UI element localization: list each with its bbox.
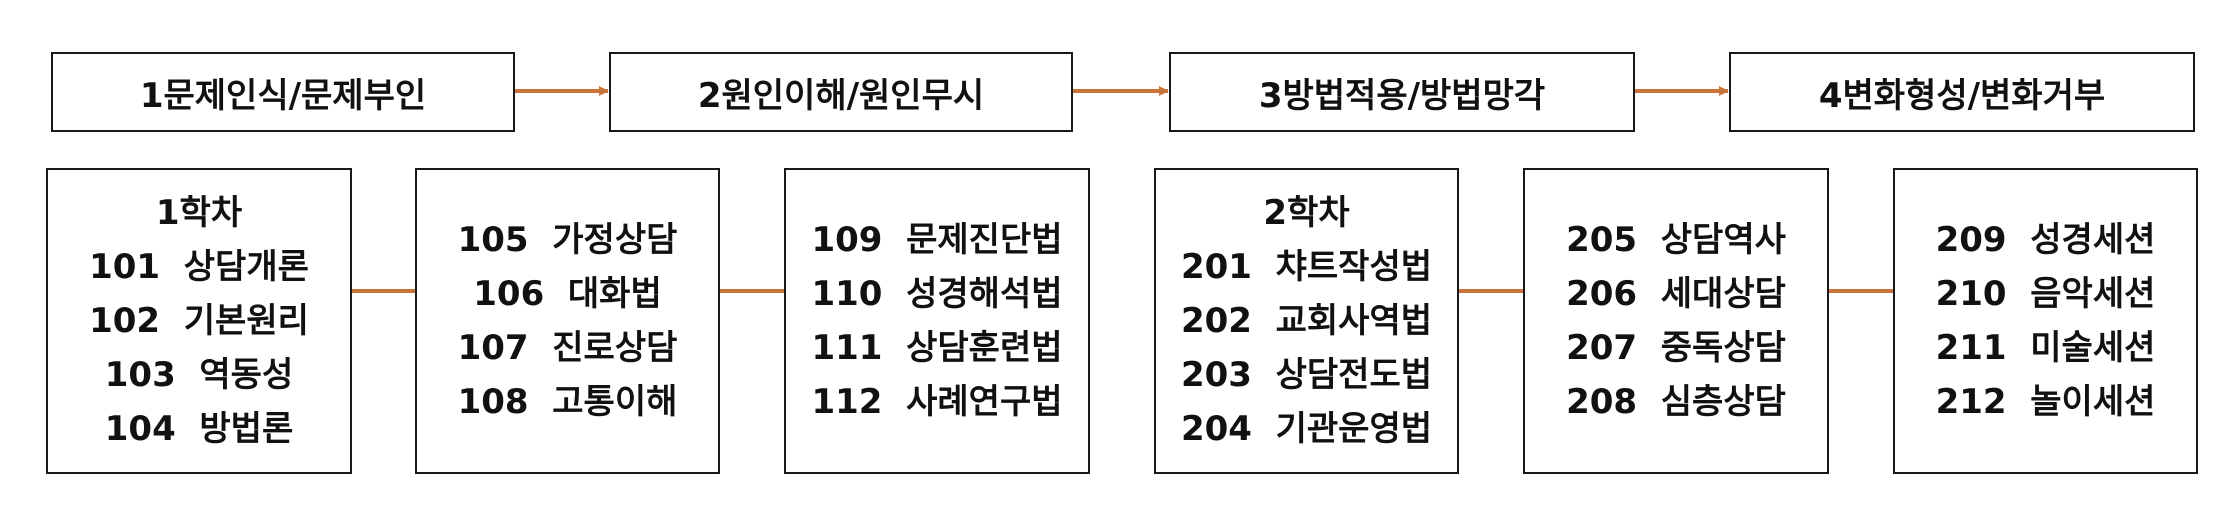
course-item: 204 기관운영법 (1180, 409, 1433, 449)
course-item: 206 세대상담 (1566, 274, 1786, 314)
stage-1: 1문제인식/문제부인 (51, 52, 515, 132)
course-item: 201 챠트작성법 (1180, 247, 1433, 287)
course-box-6: 209 성경세션 210 음악세션 211 미술세션 212 놀이세션 (1893, 168, 2198, 474)
stage-label: 1문제인식/문제부인 (139, 75, 427, 116)
course-item: 211 미술세션 (1935, 328, 2156, 368)
course-box-2: 105 가정상담 106 대화법 107 진로상담 108 고통이해 (415, 168, 720, 474)
course-item: 205 상담역사 (1566, 220, 1786, 260)
course-box-3: 109 문제진단법 110 성경해석법 111 상담훈련법 112 사례연구법 (784, 168, 1090, 474)
course-item: 104 방법론 (104, 409, 294, 449)
course-box-1: 1학차 101 상담개론 102 기본원리 103 역동성 104 방법론 (46, 168, 352, 474)
course-box-5: 205 상담역사 206 세대상담 207 중독상담 208 심층상담 (1523, 168, 1829, 474)
course-item: 111 상담훈련법 (811, 328, 1063, 368)
course-item: 210 음악세션 (1935, 274, 2156, 314)
course-item: 107 진로상담 (457, 328, 678, 368)
course-item: 207 중독상담 (1566, 328, 1786, 368)
course-item: 106 대화법 (473, 274, 662, 314)
course-item: 103 역동성 (104, 355, 294, 395)
course-item: 203 상담전도법 (1180, 355, 1433, 395)
stage-3: 3방법적용/방법망각 (1169, 52, 1635, 132)
course-item: 102 기본원리 (89, 301, 309, 341)
stage-4: 4변화형성/변화거부 (1729, 52, 2195, 132)
semester-label: 2학차 (1263, 193, 1350, 233)
course-item: 101 상담개론 (89, 247, 309, 287)
course-item: 112 사례연구법 (811, 382, 1063, 422)
course-item: 109 문제진단법 (811, 220, 1063, 260)
course-item: 108 고통이해 (457, 382, 678, 422)
course-box-4: 2학차 201 챠트작성법 202 교회사역법 203 상담전도법 204 기관… (1154, 168, 1459, 474)
course-item: 209 성경세션 (1935, 220, 2156, 260)
course-item: 208 심층상담 (1566, 382, 1786, 422)
course-item: 202 교회사역법 (1180, 301, 1433, 341)
semester-label: 1학차 (155, 193, 243, 233)
stage-2: 2원인이해/원인무시 (609, 52, 1073, 132)
stage-label: 2원인이해/원인무시 (697, 75, 985, 116)
course-item: 212 놀이세션 (1935, 382, 2156, 422)
course-item: 110 성경해석법 (811, 274, 1063, 314)
stage-label: 3방법적용/방법망각 (1258, 75, 1546, 116)
course-item: 105 가정상담 (457, 220, 678, 260)
stage-label: 4변화형성/변화거부 (1818, 75, 2106, 116)
